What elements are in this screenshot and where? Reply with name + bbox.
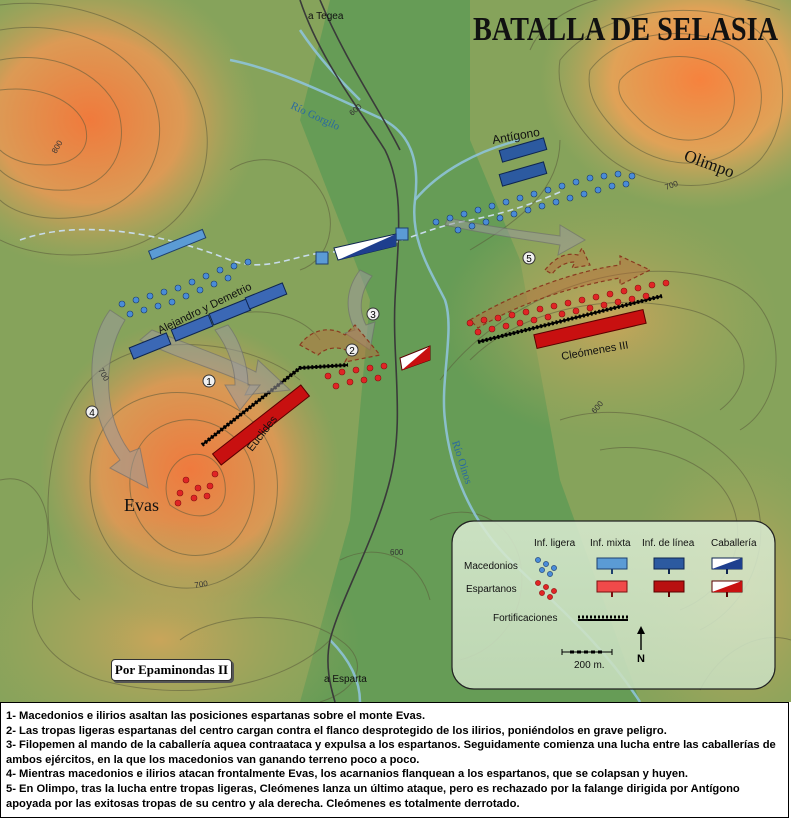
legend-mac-cav <box>711 557 743 574</box>
note-1: 1- Macedonios e ilirios asaltan las posi… <box>6 710 426 722</box>
legend-mac-mixed <box>596 557 628 574</box>
macedonian-line-infantry <box>128 137 548 360</box>
hill-northeast <box>540 0 791 210</box>
legend-fort-symbol <box>578 615 628 621</box>
step-marker-1: 1 <box>202 374 216 388</box>
macedonian-movement-arrows <box>91 217 586 489</box>
legend-spa-cav <box>711 580 743 597</box>
legend-spa-mixed <box>596 580 628 597</box>
svg-text:N: N <box>637 653 645 665</box>
map-title: BATALLA DE SELASIA <box>473 11 778 48</box>
legend-spa-light <box>535 580 557 600</box>
legend-col-cav: Caballería <box>711 538 757 549</box>
legend-mac-line <box>653 557 685 574</box>
hill-south <box>0 520 360 702</box>
note-2: 2- Las tropas ligeras espartanas del cen… <box>6 724 667 737</box>
macedonian-mixed-infantry <box>147 227 409 265</box>
macedonian-cavalry <box>333 233 397 261</box>
macedonian-front-line <box>19 191 561 266</box>
fortifications <box>200 294 663 447</box>
battle-map: 1 2 3 4 5 800 600 700 700 600 600 700 a … <box>0 0 791 702</box>
label-tegea: a Tegea <box>308 11 344 22</box>
label-esparta: a Esparta <box>324 674 367 685</box>
north-arrow-icon: N <box>637 626 645 665</box>
label-evas: Evas <box>124 495 159 515</box>
step-marker-2: 2 <box>345 343 359 357</box>
roads <box>299 0 401 702</box>
spartan-movement-arrows <box>299 246 652 363</box>
spartan-line-infantry <box>211 308 647 466</box>
svg-text:3: 3 <box>370 310 376 321</box>
svg-text:2: 2 <box>349 346 355 357</box>
legend-col-line: Inf. de línea <box>642 538 695 549</box>
legend-mac-light <box>535 557 557 577</box>
svg-text:600: 600 <box>390 548 404 557</box>
legend-scale: 200 m. <box>574 660 605 671</box>
svg-text:1: 1 <box>206 377 212 388</box>
legend-spa-line <box>653 580 685 597</box>
legend-row-mac: Macedonios <box>464 561 518 572</box>
spartan-light-infantry <box>174 279 670 507</box>
legend-col-light: Inf. ligera <box>534 538 576 549</box>
step-marker-4: 4 <box>85 405 99 419</box>
step-markers: 1 2 3 4 5 <box>85 251 536 419</box>
svg-text:700: 700 <box>194 579 209 590</box>
hill-west <box>0 0 260 270</box>
step-marker-5: 5 <box>522 251 536 265</box>
legend-fort: Fortificaciones <box>493 613 557 624</box>
author-credit: Por Epaminondas II <box>111 659 232 681</box>
legend: Inf. ligera Inf. mixta Inf. de línea Cab… <box>451 520 776 690</box>
caption-notes: 1- Macedonios e ilirios asaltan las posi… <box>0 702 789 818</box>
svg-text:4: 4 <box>89 408 95 419</box>
step-marker-3: 3 <box>366 307 380 321</box>
svg-text:700: 700 <box>664 179 680 192</box>
note-4: 4- Mientras macedonios e ilirios atacan … <box>6 768 689 781</box>
spartan-cavalry <box>399 345 431 371</box>
legend-col-mixed: Inf. mixta <box>590 538 631 549</box>
note-5: 5- En Olimpo, tras la lucha entre tropas… <box>6 782 740 810</box>
note-3: 3- Filopemen al mando de la caballería a… <box>6 739 776 766</box>
svg-text:5: 5 <box>526 254 532 265</box>
legend-row-spa: Espartanos <box>466 584 517 595</box>
legend-scale-bar <box>561 649 613 655</box>
macedonian-light-infantry <box>118 170 636 318</box>
